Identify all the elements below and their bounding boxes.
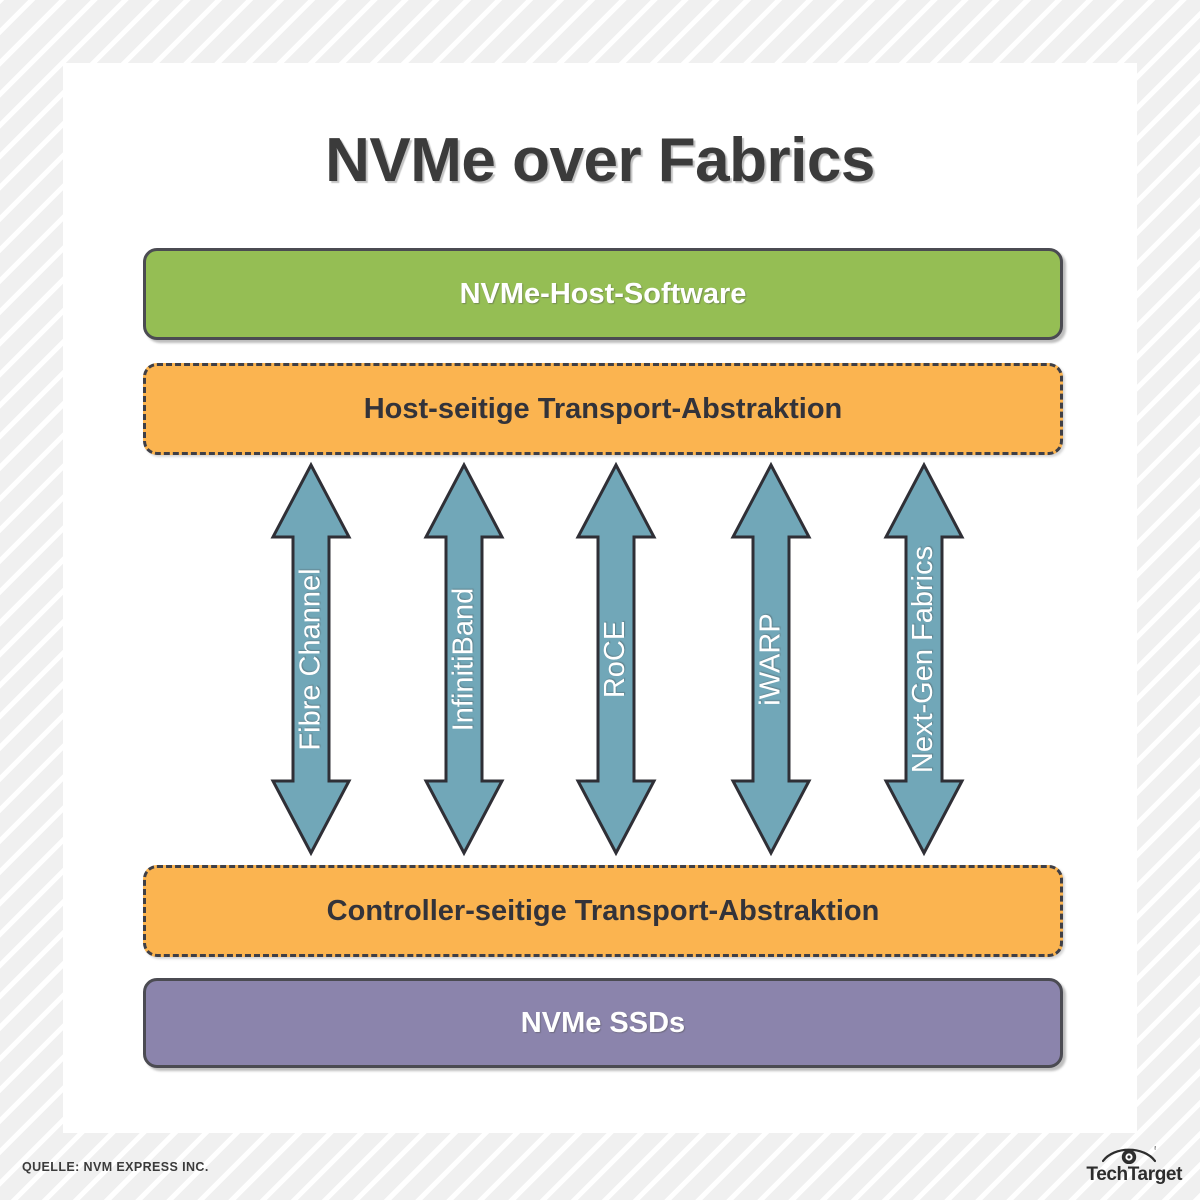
layer-host-side-transport-abstraction-label: Host-seitige Transport-Abstraktion	[363, 392, 843, 425]
techtarget-wordmark: TechTarget	[1086, 1164, 1182, 1185]
transport-arrow-next-gen-fabrics: Next-Gen Fabrics	[882, 461, 966, 857]
double-arrow-icon	[730, 461, 812, 857]
techtarget-logo: ® TechTarget	[1062, 1144, 1182, 1192]
double-arrow-icon	[883, 461, 965, 857]
layer-nvme-host-software-label: NVMe-Host-Software	[459, 277, 747, 310]
layer-nvme-ssds-label: NVMe SSDs	[520, 1006, 686, 1039]
source-caption: QUELLE: NVM EXPRESS INC.	[22, 1160, 209, 1174]
diagram-card: NVMe over Fabrics NVMe-Host-Software Hos…	[63, 63, 1137, 1133]
transport-arrow-infinitiband: InfinitiBand	[422, 461, 506, 857]
page-title: NVMe over Fabrics	[325, 126, 875, 195]
double-arrow-icon	[270, 461, 352, 857]
double-arrow-icon	[423, 461, 505, 857]
double-arrow-icon	[575, 461, 657, 857]
transport-arrow-group: Fibre Channel InfinitiBand RoCE	[143, 461, 1063, 857]
transport-arrow-fibre-channel: Fibre Channel	[269, 461, 353, 857]
transport-arrow-iwarp: iWARP	[729, 461, 813, 857]
layer-host-side-transport-abstraction: Host-seitige Transport-Abstraktion	[143, 363, 1063, 455]
transport-arrow-roce: RoCE	[574, 461, 658, 857]
svg-text:®: ®	[1154, 1145, 1156, 1152]
eye-icon: ®	[1102, 1145, 1156, 1164]
layer-nvme-ssds: NVMe SSDs	[143, 978, 1063, 1068]
layer-controller-side-transport-abstraction: Controller-seitige Transport-Abstraktion	[143, 865, 1063, 957]
layer-nvme-host-software: NVMe-Host-Software	[143, 248, 1063, 340]
layer-controller-side-transport-abstraction-label: Controller-seitige Transport-Abstraktion	[326, 894, 880, 927]
